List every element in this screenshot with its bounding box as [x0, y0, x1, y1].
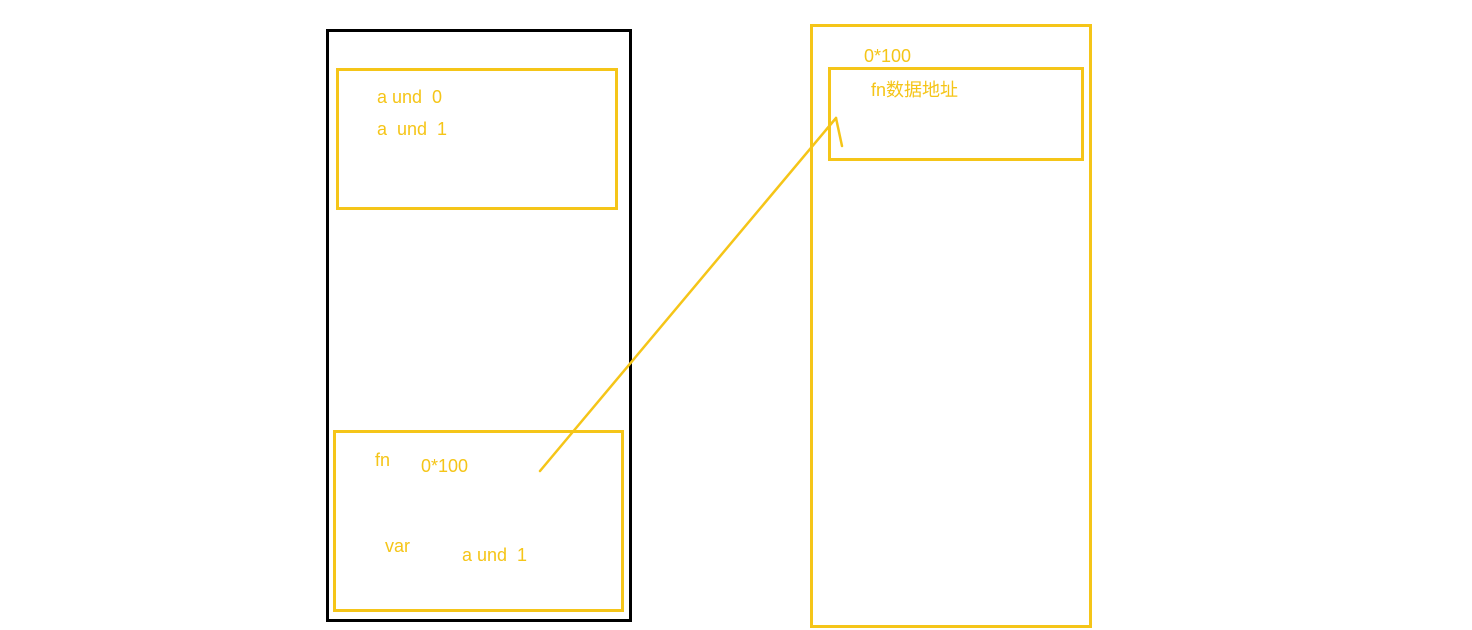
stack-bottom-frame — [333, 430, 624, 612]
heap-object-box — [828, 67, 1084, 161]
top-frame-line-2: a und 1 — [377, 119, 448, 139]
fn-address-value: 0*100 — [421, 456, 469, 476]
var-value: a und 1 — [462, 545, 528, 565]
fn-label: fn — [375, 450, 391, 470]
top-frame-line-1: a und 0 — [377, 87, 443, 107]
heap-object-content: fn数据地址 — [871, 80, 959, 100]
heap-address-label: 0*100 — [864, 46, 912, 66]
var-label: var — [385, 536, 411, 556]
